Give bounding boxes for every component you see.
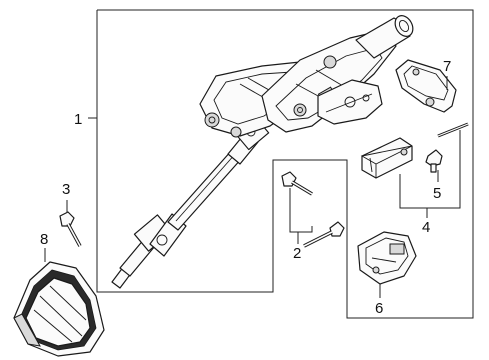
callout-5: 5 bbox=[433, 185, 441, 202]
part-2-bolts bbox=[281, 171, 345, 248]
callout-4: 4 bbox=[422, 219, 430, 236]
part-3-bolt bbox=[59, 211, 82, 247]
steering-column-assembly bbox=[111, 15, 414, 289]
part-5-pin-and-bolt bbox=[425, 122, 469, 173]
part-8-boot-seal bbox=[13, 261, 105, 357]
callout-7: 7 bbox=[443, 58, 451, 75]
part-7-bracket bbox=[395, 59, 457, 113]
callout-6: 6 bbox=[375, 300, 383, 317]
callout-3: 3 bbox=[62, 181, 70, 198]
callout-8: 8 bbox=[40, 231, 48, 248]
main-assembly-frame bbox=[96, 9, 474, 319]
leader-2-bracket bbox=[289, 188, 313, 233]
callout-1: 1 bbox=[74, 111, 82, 128]
callout-2: 2 bbox=[293, 245, 301, 262]
part-4-actuator bbox=[360, 137, 413, 179]
leader-4-bracket bbox=[399, 130, 461, 209]
part-6-module bbox=[357, 231, 417, 285]
